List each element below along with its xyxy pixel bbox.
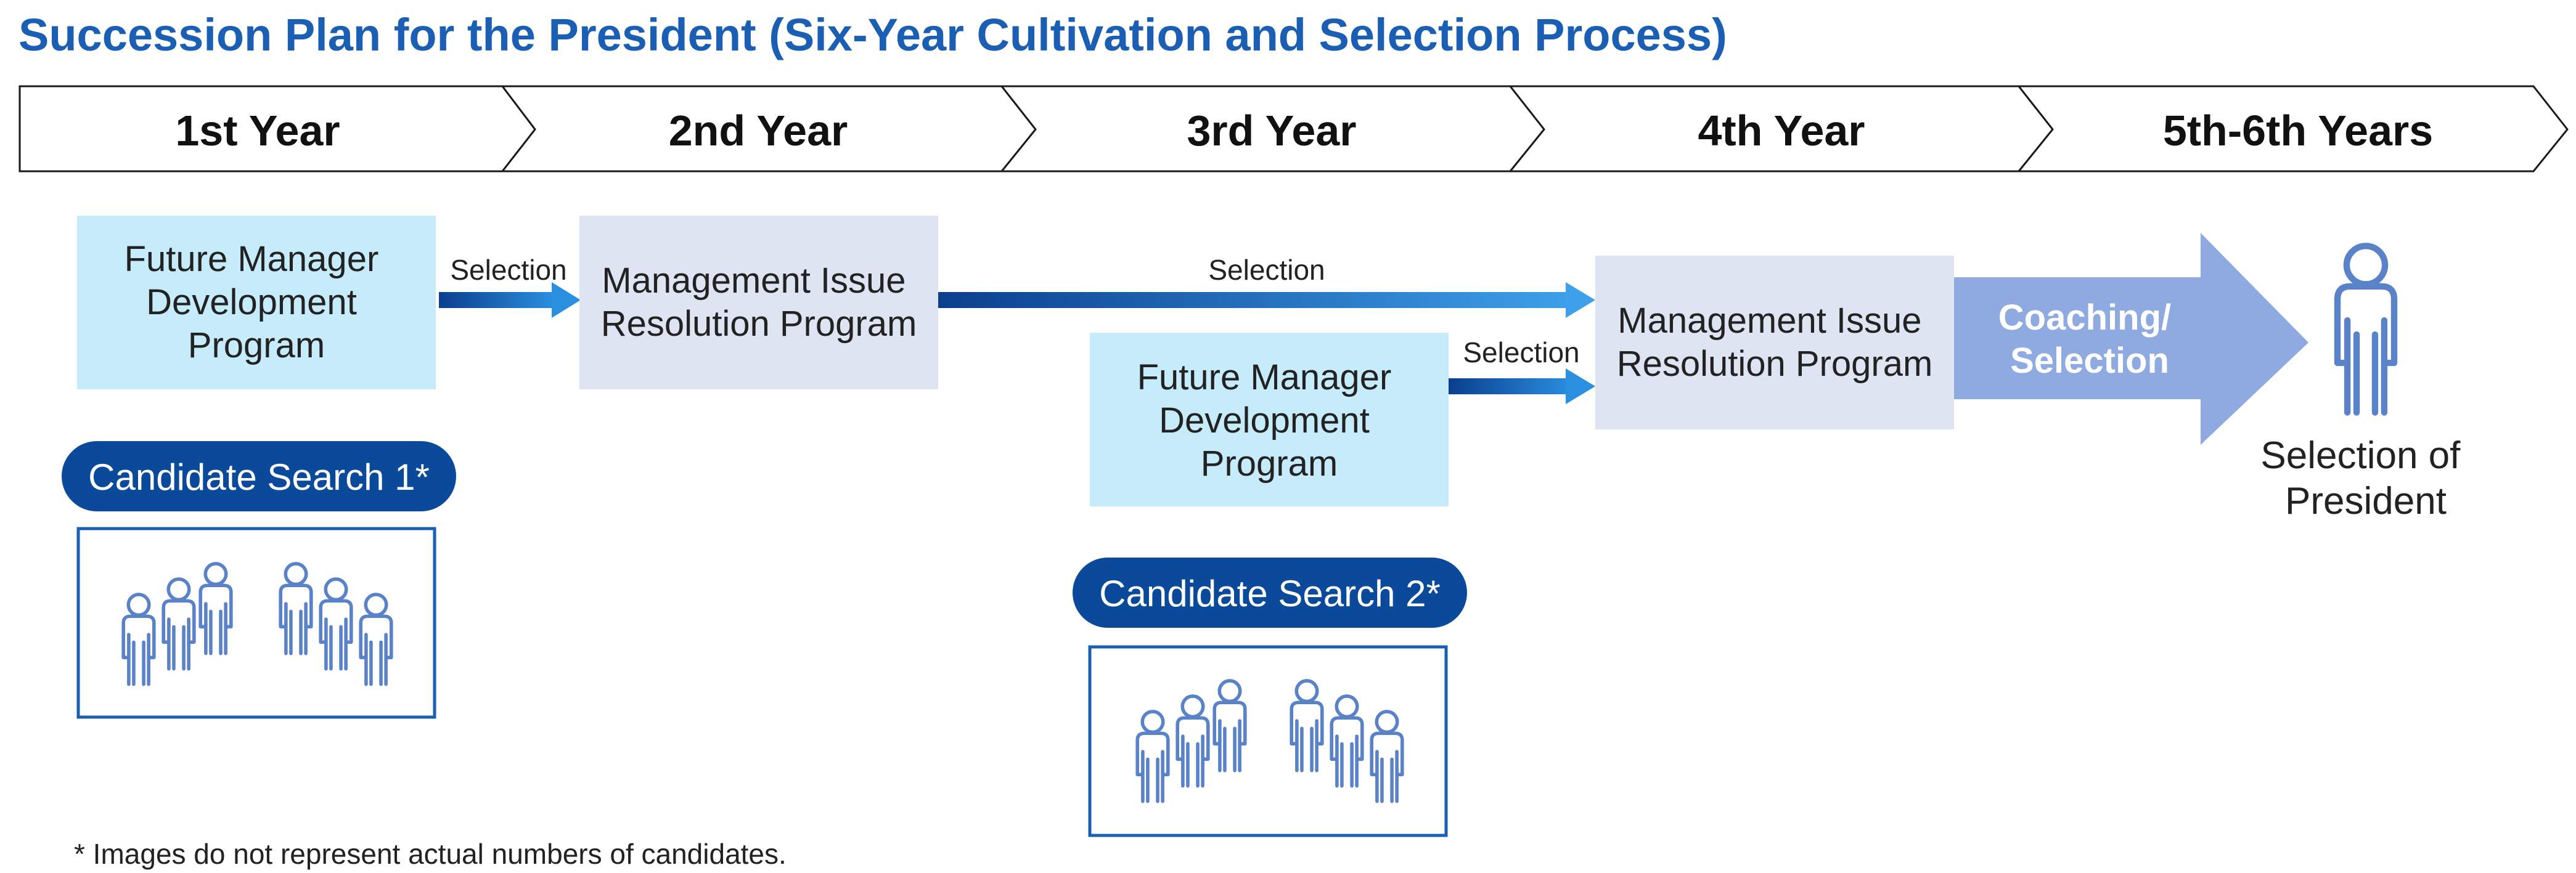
year-label-3: 3rd Year: [1187, 107, 1356, 155]
box-line: Resolution Program: [1617, 344, 1933, 384]
selection-label-1: Selection: [450, 254, 566, 286]
selection-label-2: Selection: [1208, 254, 1325, 286]
year-label-1: 1st Year: [175, 107, 340, 155]
president-label: President: [2285, 480, 2447, 522]
candidate-search-1: Candidate Search 1*: [62, 441, 456, 511]
svg-text:Management Issue Resolut: Management Issue Resolution Program: [601, 261, 917, 344]
candidate-search-2: Candidate Search 2*: [1073, 558, 1467, 628]
president-label: Selection of: [2260, 434, 2461, 477]
coaching-selection-arrow: Coaching/ Selection: [1954, 233, 2308, 445]
selection-label-3: Selection: [1463, 336, 1579, 368]
person-icon: [2337, 246, 2394, 412]
selection-arrow-1: Selection: [439, 254, 581, 318]
management-issue-program-box-1: Management Issue Resolution Program: [579, 216, 938, 389]
year-chevron-3: 3rd Year: [999, 85, 1545, 173]
box-line: Resolution Program: [601, 304, 917, 344]
year-label-4: 4th Year: [1698, 107, 1865, 155]
box-line: Future Manager: [1137, 357, 1392, 397]
page-title: Succession Plan for the President (Six-Y…: [18, 9, 1727, 60]
box-line: Management Issue: [602, 261, 906, 301]
candidate-search-2-label: Candidate Search 2*: [1099, 573, 1441, 614]
box-line: Management Issue: [1617, 301, 1921, 341]
future-manager-program-box-2: Future Manager Development Program: [1090, 333, 1449, 506]
footnote: * Images do not represent actual numbers…: [74, 838, 787, 870]
year-label-2: 2nd Year: [669, 107, 848, 155]
box-line: Future Manager: [125, 239, 379, 279]
candidate-search-1-label: Candidate Search 1*: [88, 457, 430, 498]
box-line: Development: [1159, 400, 1370, 441]
svg-text:Selection of President: Selection of President: [2260, 434, 2471, 522]
svg-text:Future Manager Developme: Future Manager Development Program: [125, 239, 389, 365]
people-group-icon: [76, 527, 436, 719]
future-manager-program-box-1: Future Manager Development Program: [77, 216, 436, 389]
svg-text:Management Issue Resolut: Management Issue Resolution Program: [1617, 301, 1933, 384]
year-chevron-5: 5th-6th Years: [2016, 85, 2569, 173]
year-chevron-4: 4th Year: [1508, 85, 2054, 173]
selection-arrow-3: Selection: [1449, 336, 1595, 404]
selection-arrow-2: Selection: [938, 254, 1595, 318]
year-timeline: 1st Year 2nd Year 3rd Year 4th Year 5th-…: [18, 85, 2569, 173]
year-chevron-1: 1st Year: [18, 85, 536, 173]
people-group-icon: [1088, 645, 1448, 837]
year-label-5: 5th-6th Years: [2163, 107, 2433, 155]
box-line: Program: [188, 325, 325, 365]
coaching-label: Coaching/: [1998, 298, 2171, 338]
box-line: Development: [146, 282, 357, 322]
coaching-label: Selection: [2010, 341, 2169, 381]
management-issue-program-box-2: Management Issue Resolution Program: [1595, 256, 1954, 429]
year-chevron-2: 2nd Year: [500, 85, 1037, 173]
svg-text:Coaching/ Selection: Coaching/ Selection: [1998, 298, 2181, 381]
svg-text:Future Manager Developme: Future Manager Development Program: [1137, 357, 1402, 484]
box-line: Program: [1201, 444, 1338, 484]
